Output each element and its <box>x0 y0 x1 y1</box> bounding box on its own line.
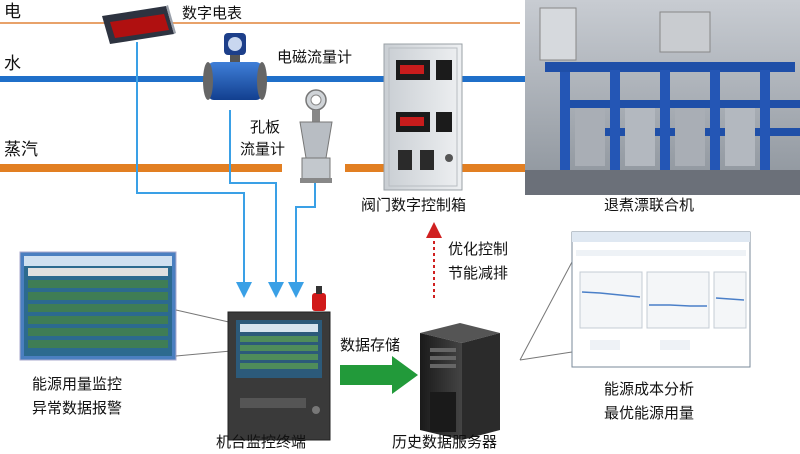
orifice-flowmeter-label-line2: 流量计 <box>240 140 286 158</box>
optimize-label-line2: 节能减排 <box>448 264 509 282</box>
em-flowmeter-icon <box>203 33 267 100</box>
signal-wire-meter <box>136 42 252 298</box>
optimize-label-line1: 优化控制 <box>448 240 509 258</box>
orifice-flowmeter-label-line1: 孔板 <box>250 118 281 136</box>
monitor-label-line2: 异常数据报警 <box>32 399 123 417</box>
machine-label: 退煮漂联合机 <box>604 196 695 214</box>
steam-label: 蒸汽 <box>4 140 38 160</box>
em-flowmeter-label: 电磁流量计 <box>277 48 353 66</box>
digital-meter-label: 数字电表 <box>182 4 243 22</box>
storage-label: 数据存储 <box>340 336 401 354</box>
signal-wire-em <box>229 110 284 298</box>
water-label: 水 <box>4 54 21 74</box>
monitor-label-line1: 能源用量监控 <box>32 375 123 393</box>
steam-line <box>0 164 282 172</box>
analysis-label-line2: 最优能源用量 <box>604 404 695 422</box>
bleaching-machine-photo <box>525 0 800 195</box>
monitoring-terminal-icon <box>227 286 331 441</box>
analysis-chart-callout <box>519 231 751 368</box>
storage-arrow <box>340 356 418 394</box>
monitoring-screen-callout <box>19 251 243 361</box>
server-label: 历史数据服务器 <box>392 433 498 451</box>
signal-wire-orifice <box>288 180 316 298</box>
digital-meter-icon <box>102 5 176 44</box>
orifice-flowmeter-icon <box>299 89 333 183</box>
electricity-label: 电 <box>4 2 21 22</box>
analysis-label-line1: 能源成本分析 <box>604 380 695 398</box>
history-server-icon <box>420 323 500 440</box>
terminal-label: 机台监控终端 <box>216 433 307 451</box>
valve-control-box-icon <box>383 43 463 191</box>
valve-box-label: 阀门数字控制箱 <box>361 196 467 214</box>
